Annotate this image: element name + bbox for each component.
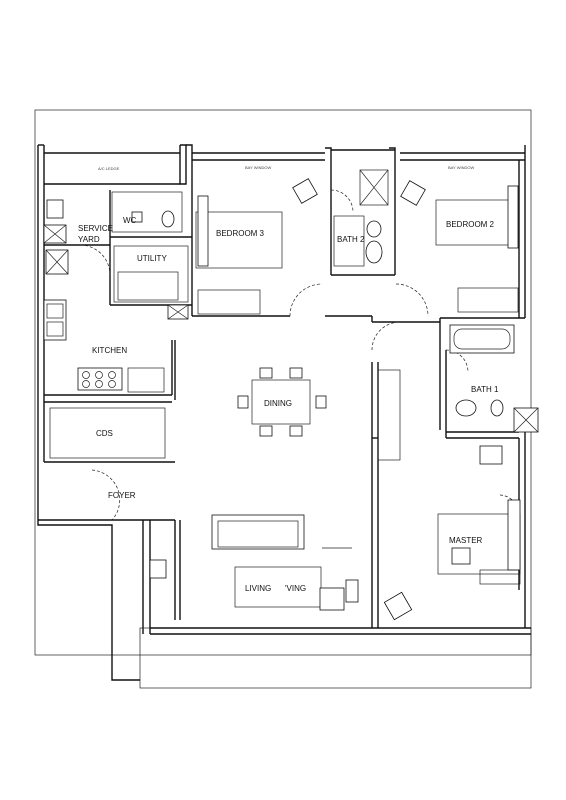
ac-ledge: A/C LEDGE bbox=[98, 166, 120, 171]
master-furniture bbox=[437, 445, 521, 585]
living-furniture bbox=[149, 514, 413, 621]
master-label: MASTER bbox=[449, 536, 483, 545]
interior-walls bbox=[44, 190, 519, 628]
bath1-fixtures bbox=[377, 324, 539, 461]
service-yard-label-1: SERVICE bbox=[78, 224, 113, 233]
utility-label: UTILITY bbox=[137, 254, 167, 263]
door-swings bbox=[79, 189, 520, 521]
kitchen-fixtures bbox=[43, 299, 165, 393]
bath1-label: BATH 1 bbox=[471, 385, 499, 394]
bath2-label: BATH 2 bbox=[337, 235, 365, 244]
bedroom2-furniture bbox=[400, 180, 519, 313]
cds-block bbox=[49, 407, 166, 459]
dining-furniture bbox=[237, 367, 327, 437]
wc-label: WC bbox=[123, 216, 137, 225]
exterior-walls bbox=[37, 144, 531, 681]
bath2-fixtures bbox=[333, 169, 389, 267]
bay-window-label-1: BAY WINDOW bbox=[245, 165, 272, 170]
bedroom3-label: BEDROOM 3 bbox=[216, 229, 265, 238]
foyer-label: FOYER bbox=[108, 491, 136, 500]
cds-label: CDS bbox=[96, 429, 113, 438]
bay-window-label-2: BAY WINDOW bbox=[448, 165, 475, 170]
service-yard-label-2: YARD bbox=[78, 235, 100, 244]
dining-label: DINING bbox=[264, 399, 292, 408]
living-label-fragment: 'VING bbox=[285, 584, 306, 593]
bedroom3-furniture bbox=[195, 178, 318, 315]
living-label: LIVING bbox=[245, 584, 271, 593]
service-area-fixtures bbox=[43, 191, 189, 320]
kitchen-label: KITCHEN bbox=[92, 346, 127, 355]
ac-ledge-label: A/C LEDGE bbox=[98, 166, 120, 171]
bedroom2-label: BEDROOM 2 bbox=[446, 220, 495, 229]
